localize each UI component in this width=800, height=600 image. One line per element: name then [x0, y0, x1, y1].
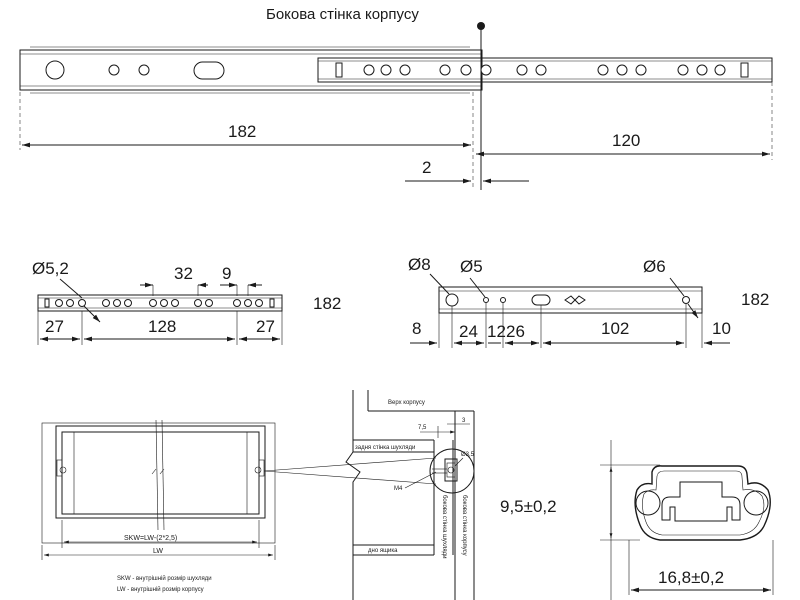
dim-dia-5-2: Ø5,2: [32, 259, 69, 278]
skw-formula: SKW=LW-(2*2,5): [124, 535, 177, 542]
dim-dia-6: Ø6: [643, 257, 666, 276]
side-wall-dot: [477, 22, 485, 30]
lw-label: LW: [153, 548, 163, 555]
dim-182-top: 182: [228, 122, 256, 141]
ball-right: [743, 490, 769, 516]
inner-rail-holes: [363, 64, 726, 76]
dim-7-5: 7,5: [418, 425, 427, 431]
dim-120-top: 120: [612, 131, 640, 150]
dim-3: 3: [462, 418, 466, 424]
inner-rail-length: 182: [313, 294, 341, 313]
slide-top-view: Бокова стінка корпусу: [19, 6, 773, 190]
ball-left: [635, 490, 661, 516]
screw-m4: M4: [394, 486, 403, 492]
dim-10: 10: [712, 319, 731, 338]
dim-2-top: 2: [422, 158, 431, 177]
outer-rail-length: 182: [741, 290, 769, 309]
hole-dia-3-5: Ø3,5: [461, 452, 475, 458]
legend-skw: SKW - внутрішній розмір шухляди: [117, 575, 212, 582]
installation-view: SKW=LW-(2*2,5) LW SKW - внутрішній розмі…: [41, 419, 437, 593]
rear-wall-label: задня стінка шухляди: [355, 445, 415, 451]
dim-12: 12: [487, 322, 506, 341]
profile-section: 9,5±0,2 16,8±0,2: [500, 440, 774, 600]
profile-width: 16,8±0,2: [658, 568, 724, 587]
drawer-bottom-label: дно ящика: [368, 548, 398, 554]
inner-rail-detail: Ø5,2 32 9 27 128 27 182: [32, 259, 341, 345]
dim-24: 24: [459, 322, 478, 341]
dim-dia-8: Ø8: [408, 255, 431, 274]
dim-128: 128: [148, 317, 176, 336]
cabinet-top-label: Верх корпусу: [388, 400, 425, 406]
legend-lw: LW - внутрішній розмір корпусу: [117, 586, 204, 593]
dim-27-left: 27: [45, 317, 64, 336]
cabinet-side-label: бокова стінка корпусу: [461, 495, 467, 556]
dim-27-right: 27: [256, 317, 275, 336]
dim-dia-5: Ø5: [460, 257, 483, 276]
detail-circle: [429, 448, 475, 494]
mounting-detail: Верх корпусу задня стінка шухляди дно ящ…: [345, 390, 475, 600]
outer-rail-detail: Ø8 Ø5 Ø6 8 24 12 26 102 10 182: [408, 255, 769, 348]
drawer-side-label: бокова стінка шухляди: [441, 495, 447, 559]
dim-9: 9: [222, 264, 231, 283]
side-wall-title: Бокова стінка корпусу: [266, 6, 419, 23]
profile-height: 9,5±0,2: [500, 497, 557, 516]
dim-102: 102: [601, 319, 629, 338]
dim-8: 8: [412, 319, 421, 338]
dim-26: 26: [506, 322, 525, 341]
dim-32: 32: [174, 264, 193, 283]
